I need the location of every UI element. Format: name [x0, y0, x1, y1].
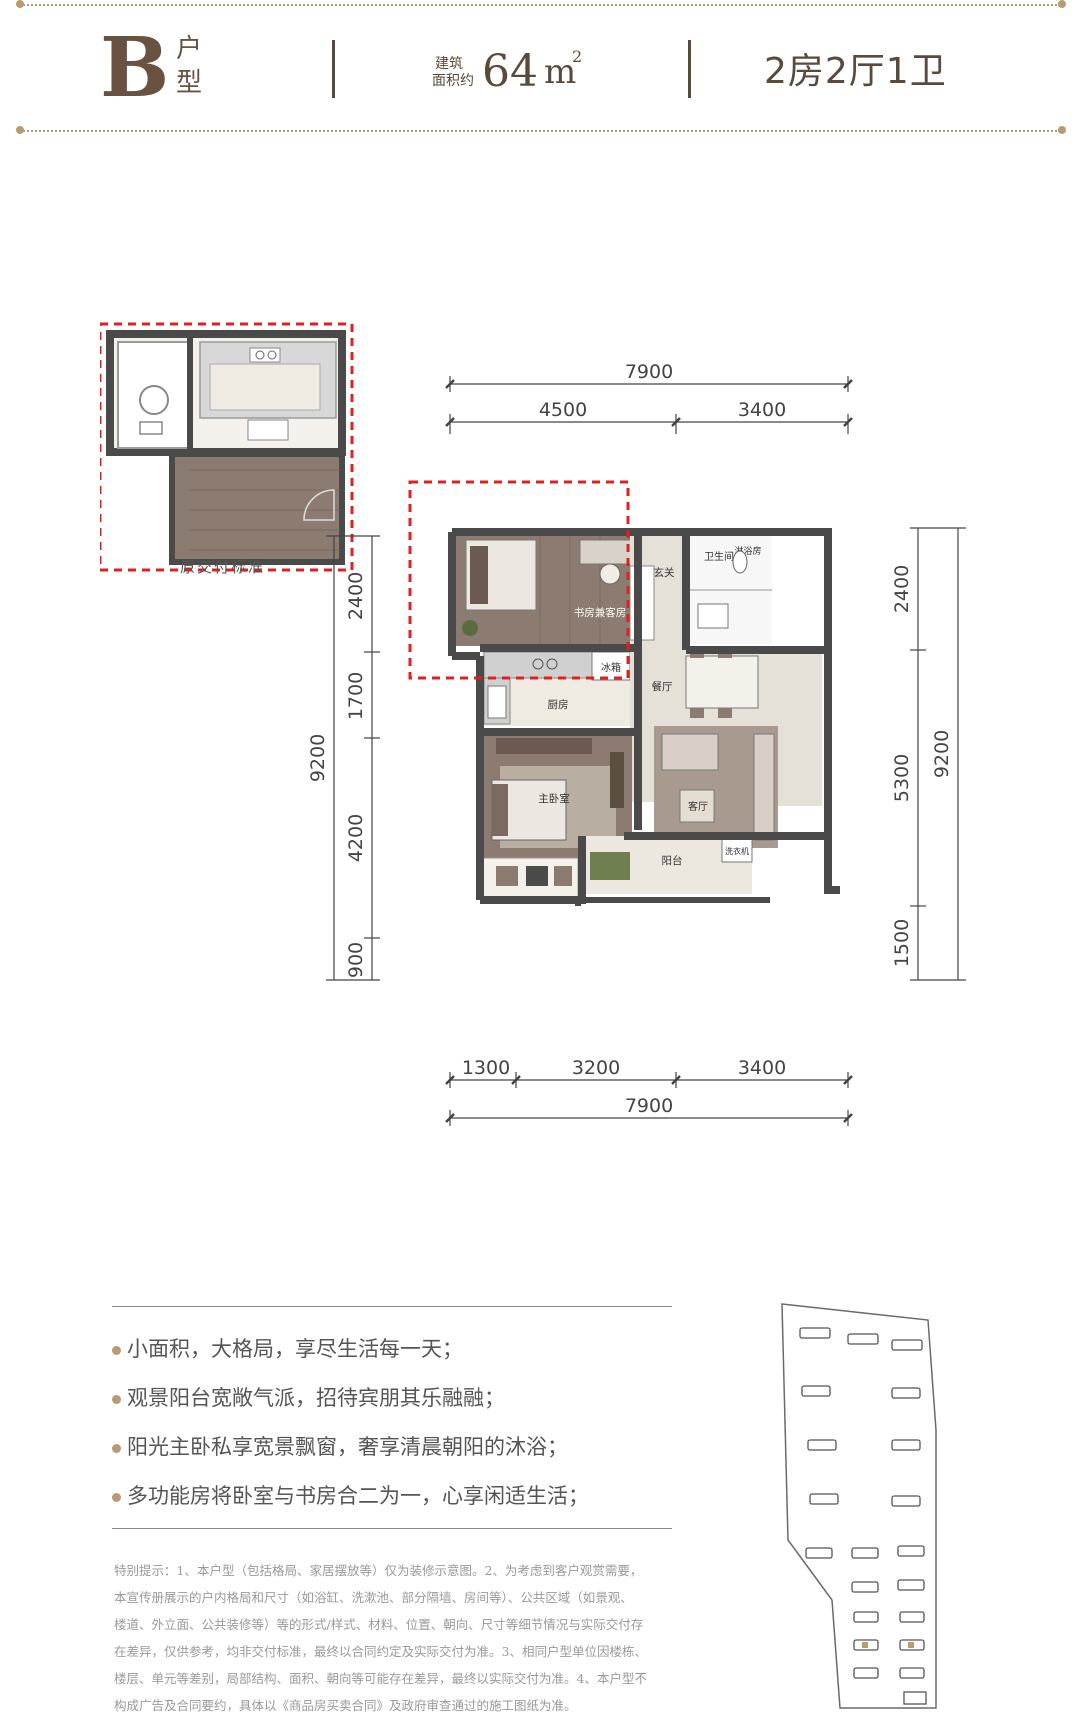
- dot-ornament: [1058, 0, 1066, 8]
- floor-plan: 7900 4500 3400 9200 2400 1700 4200 900 2…: [307, 361, 966, 1126]
- dim-bottom-total: 7900: [625, 1095, 673, 1117]
- study-label: 书房兼客房: [574, 606, 627, 619]
- disclaimer: 特别提示：1、本户型（包括格局、家居摆放等）仅为装修示意图。2、为考虑到客户观赏…: [114, 1563, 647, 1713]
- dim-left-3: 4200: [345, 814, 367, 862]
- header-bottom-dotline: [20, 130, 1060, 132]
- bullet-dot-icon: [112, 1492, 121, 1502]
- dim-right-2: 5300: [891, 754, 913, 802]
- walls: [448, 528, 840, 904]
- dim-bottom-2: 3200: [572, 1057, 620, 1079]
- dim-left-4: 900: [345, 942, 367, 978]
- washer: [721, 837, 753, 863]
- header-top-dotline: [20, 4, 1060, 6]
- dot-ornament: [16, 0, 24, 8]
- feature-item: 观景阳台宽敞气派，招待宾朋其乐融融；: [112, 1374, 712, 1423]
- dim-right-1: 2400: [891, 565, 913, 613]
- type-char-1: 户: [176, 34, 203, 64]
- area-value: 64: [482, 46, 538, 97]
- type-char-2: 型: [176, 68, 203, 98]
- dim-top-total: 7900: [625, 361, 673, 383]
- bullet-dot-icon: [112, 1443, 121, 1453]
- dot-ornament: [16, 126, 24, 134]
- feature-item: 阳光主卧私享宽景飘窗，奢享清晨朝阳的沐浴；: [112, 1423, 712, 1472]
- features-bottom-rule: [112, 1528, 672, 1529]
- type-letter: B: [100, 20, 170, 116]
- modification-highlight: [408, 480, 630, 680]
- top-dimensions: [445, 376, 853, 434]
- entry-label: 玄关: [654, 566, 675, 579]
- dot-ornament: [1058, 126, 1066, 134]
- kitchen-label: 厨房: [548, 698, 569, 711]
- dim-left-2: 1700: [345, 672, 367, 720]
- dim-top-right: 3400: [738, 399, 786, 421]
- dim-right-3: 1500: [891, 919, 913, 967]
- dim-left-total: 9200: [307, 734, 329, 782]
- feature-list: 小面积，大格局，享尽生活每一天； 观景阳台宽敞气派，招待宾朋其乐融融； 阳光主卧…: [112, 1325, 712, 1521]
- building-icons: [799, 1327, 927, 1705]
- original-plan: [100, 322, 354, 572]
- master-label: 主卧室: [538, 792, 570, 805]
- dim-left-1: 2400: [345, 572, 367, 620]
- dim-right-total: 9200: [931, 730, 953, 778]
- living-label: 客厅: [688, 800, 708, 813]
- bullet-dot-icon: [112, 1394, 121, 1404]
- washer-label: 洗衣机: [725, 846, 749, 856]
- balcony-label: 阳台: [662, 854, 683, 867]
- dining-label: 餐厅: [652, 680, 673, 693]
- dim-bottom-3: 3400: [738, 1057, 786, 1079]
- feature-item: 多功能房将卧室与书房合二为一，心享闲适生活；: [112, 1472, 712, 1521]
- right-dimensions: [910, 527, 966, 981]
- original-plan-caption: 原交付标准: [180, 558, 266, 576]
- area-label-2: 面积约: [432, 73, 474, 89]
- header-separator: [688, 40, 691, 98]
- area-unit-sup: 2: [572, 47, 583, 66]
- area-unit: m: [544, 52, 577, 92]
- area-label-1: 建筑: [435, 56, 463, 72]
- left-dimensions: [326, 535, 380, 981]
- fridge-label: 冰箱: [601, 661, 621, 674]
- feature-item: 小面积，大格局，享尽生活每一天；: [112, 1325, 712, 1374]
- header-separator: [332, 40, 335, 98]
- layout-summary: 2房2厅1卫: [764, 51, 947, 92]
- site-key-plan: [781, 1303, 937, 1709]
- dim-top-left: 4500: [539, 399, 587, 421]
- dining-table: [685, 655, 759, 709]
- bottom-dimensions: [445, 1072, 853, 1126]
- dim-bottom-1: 1300: [462, 1057, 510, 1079]
- bathroom-label: 卫生间: [704, 550, 734, 563]
- features-top-rule: [112, 1306, 672, 1307]
- bullet-dot-icon: [112, 1345, 121, 1355]
